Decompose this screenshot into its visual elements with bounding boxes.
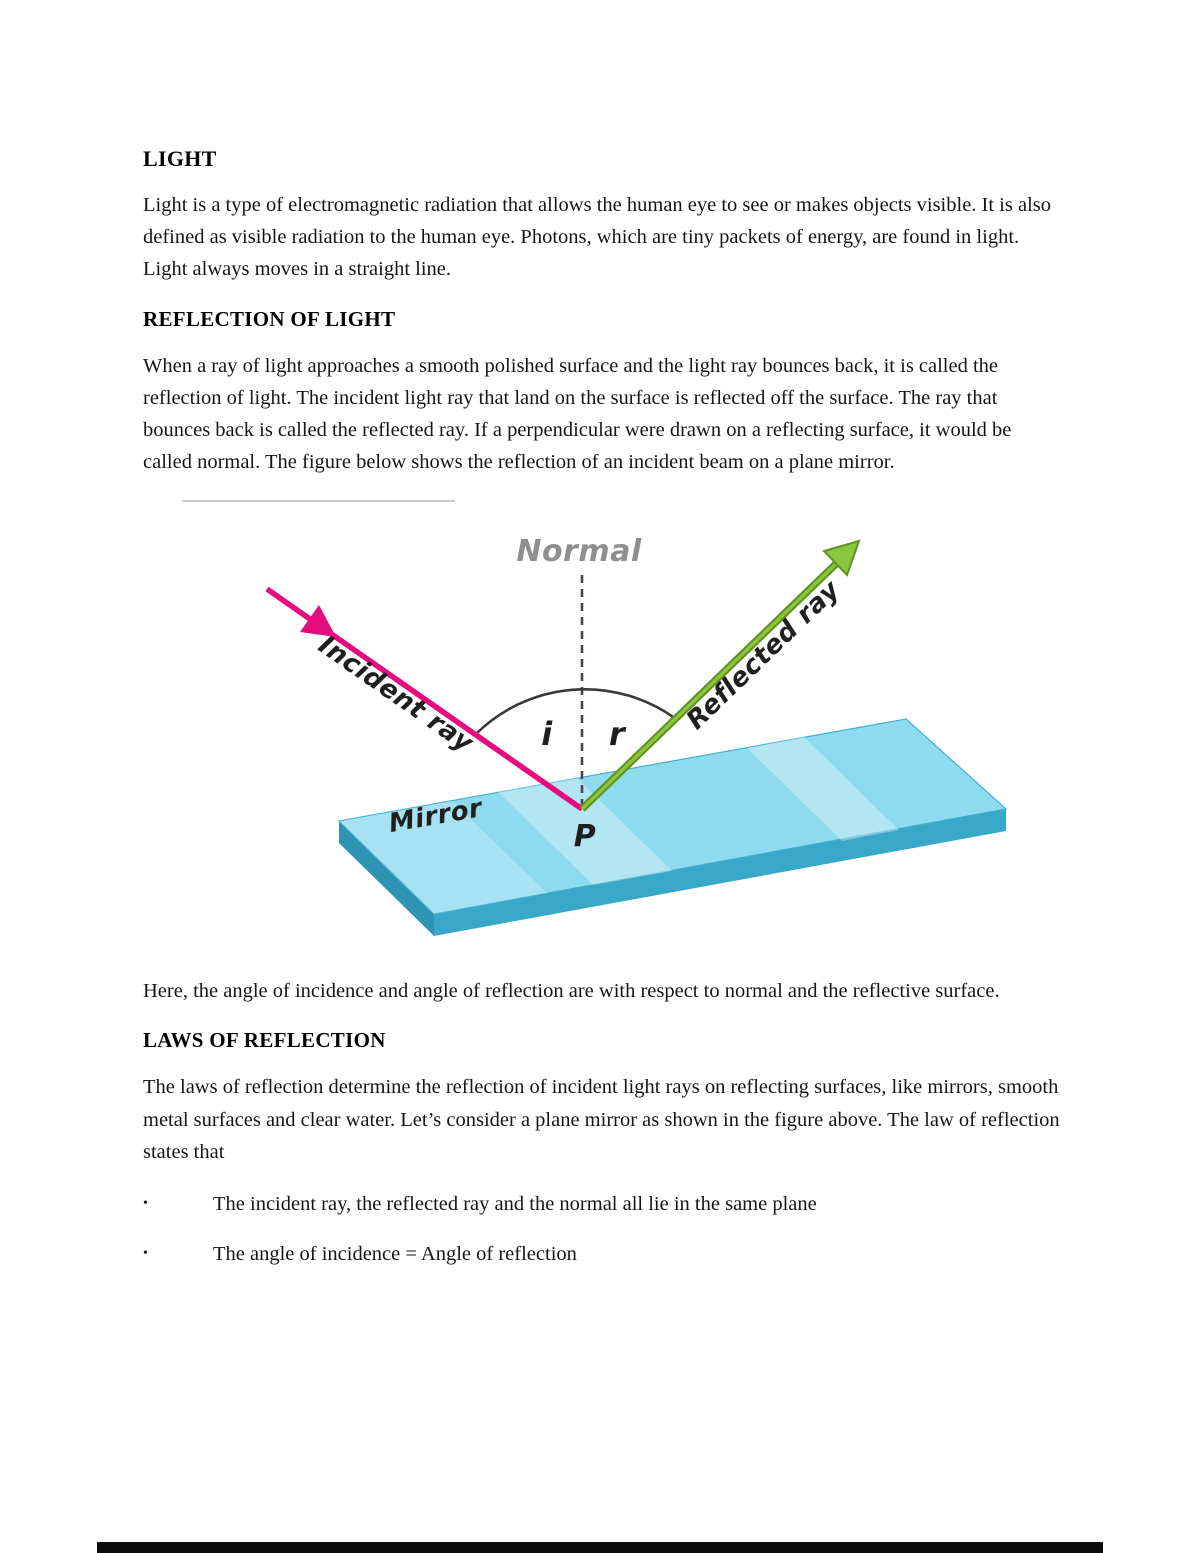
incident-ray-arrowhead-icon (300, 605, 336, 638)
laws-paragraph: The laws of reflection determine the ref… (143, 1076, 1060, 1163)
mirror-surface (337, 718, 1008, 915)
reflection-diagram-svg: Normal Incident ray Reflected ray Mirror… (182, 500, 1008, 937)
angle-of-incidence-label: i (541, 715, 553, 753)
mirror-front-face (434, 809, 1006, 937)
mirror-slab (337, 718, 1008, 937)
next-page-edge (97, 1542, 1103, 1553)
bullet-item-plane: • The incident ray, the reflected ray an… (143, 1189, 1060, 1220)
reflection-paragraph: When a ray of light approaches a smooth … (143, 354, 1012, 474)
reflection-diagram: Normal Incident ray Reflected ray Mirror… (179, 499, 1011, 961)
after-figure-paragraph: Here, the angle of incidence and angle o… (143, 980, 1000, 1003)
mirror-highlight-3 (747, 737, 899, 842)
bullet-marker: • (143, 1245, 148, 1261)
heading-laws-of-reflection: LAWS OF REFLECTION (143, 1028, 386, 1053)
incident-ray (265, 586, 584, 812)
bullet-text: The incident ray, the reflected ray and … (213, 1192, 817, 1215)
doc-title: LIGHT (143, 146, 217, 171)
reflected-ray-arrowhead-icon (822, 539, 861, 578)
bullet-item-angles: • The angle of incidence = Angle of refl… (143, 1239, 1060, 1270)
point-p-label: P (574, 819, 597, 854)
heading-reflection-of-light: REFLECTION OF LIGHT (143, 306, 396, 331)
reflected-ray-line-inner (580, 558, 843, 811)
bullet-marker: • (143, 1195, 148, 1211)
angle-arc (474, 688, 677, 736)
reflected-ray-label: Reflected ray (681, 575, 846, 736)
reflected-ray (579, 539, 861, 812)
intro-paragraph: Light is a type of electromagnetic radia… (143, 194, 1052, 281)
laws-bullet-list: • The incident ray, the reflected ray an… (143, 1189, 1060, 1270)
mirror-highlight-2 (498, 778, 672, 886)
incident-ray-label: Incident ray (313, 630, 479, 759)
bullet-text: The angle of incidence = Angle of reflec… (213, 1242, 577, 1265)
angle-of-reflection-label: r (609, 715, 627, 753)
mirror-highlight-1 (339, 801, 547, 915)
normal-label: Normal (516, 534, 642, 569)
mirror-left-face (339, 821, 434, 937)
